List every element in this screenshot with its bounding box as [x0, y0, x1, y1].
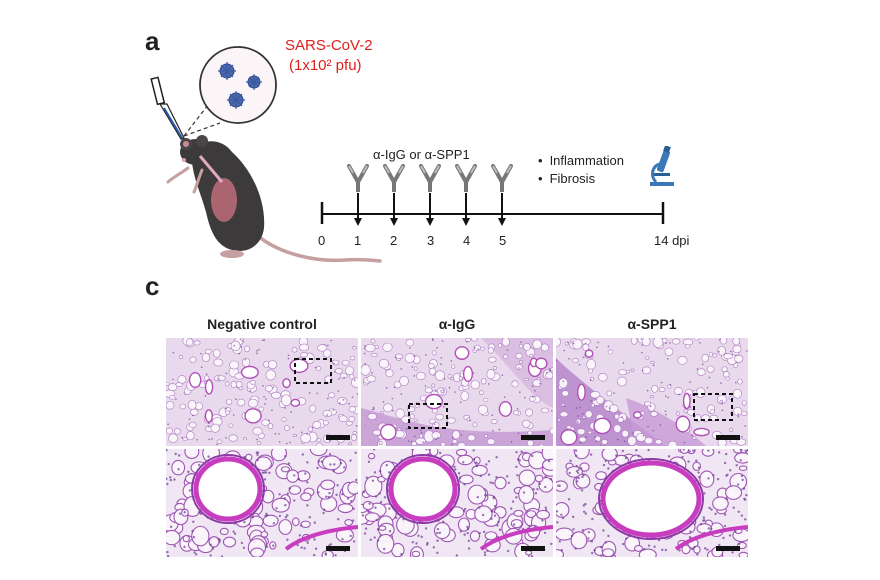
tick-label-3: 3 [427, 233, 435, 248]
histology-negative-control-low-mag [166, 338, 358, 446]
scale-bar [326, 435, 350, 440]
zoom-box [294, 358, 332, 384]
tick-label-0: 0 [318, 233, 326, 248]
arrow-icon [354, 193, 362, 226]
scale-bar [521, 435, 545, 440]
arrow-icon [390, 193, 398, 226]
scale-bar [716, 435, 740, 440]
mouse-icon [166, 135, 382, 263]
scale-bar [326, 546, 350, 551]
arrow-icon [462, 193, 470, 226]
microscope-icon [650, 146, 674, 186]
zoom-box [408, 403, 448, 429]
column-title-negative-control: Negative control [207, 316, 317, 332]
tick-label-4: 4 [463, 233, 471, 248]
antibody-icon [347, 164, 369, 192]
virus-name: SARS-CoV-2 [285, 37, 373, 54]
histology-spp1-low-mag [556, 338, 748, 446]
panel-a-label: a [145, 26, 160, 56]
scale-bar [716, 546, 740, 551]
tick-label-14dpi: 14 dpi [654, 233, 690, 248]
pipette-icon [150, 76, 185, 140]
virus-icon [199, 46, 277, 124]
treatment-timeline [320, 164, 665, 226]
readout-list: Inflammation Fibrosis [538, 152, 624, 188]
antibody-icon [419, 164, 441, 192]
scale-bar [521, 546, 545, 551]
zoom-box [693, 393, 733, 421]
arrow-icon [498, 193, 506, 226]
readout-inflammation: Inflammation [538, 152, 624, 170]
panel-c-label: c [145, 271, 160, 301]
histology-igg-high-mag [361, 449, 553, 557]
tick-label-2: 2 [390, 233, 398, 248]
column-title-igg: α-IgG [438, 316, 476, 332]
histology-negative-control-high-mag [166, 449, 358, 557]
antibody-icon [383, 164, 405, 192]
arrow-icon [426, 193, 434, 226]
mouse-infection-illustration [150, 46, 382, 263]
tick-label-1: 1 [354, 233, 362, 248]
tick-label-5: 5 [499, 233, 507, 248]
antibody-icon [455, 164, 477, 192]
antibody-icon [491, 164, 513, 192]
histology-spp1-high-mag [556, 449, 748, 557]
virus-dose: (1x10² pfu) [289, 57, 362, 74]
readout-fibrosis: Fibrosis [538, 170, 624, 188]
column-title-spp1: α-SPP1 [627, 316, 677, 332]
histology-igg-low-mag [361, 338, 553, 446]
treatment-label: α-IgG or α-SPP1 [373, 147, 470, 162]
